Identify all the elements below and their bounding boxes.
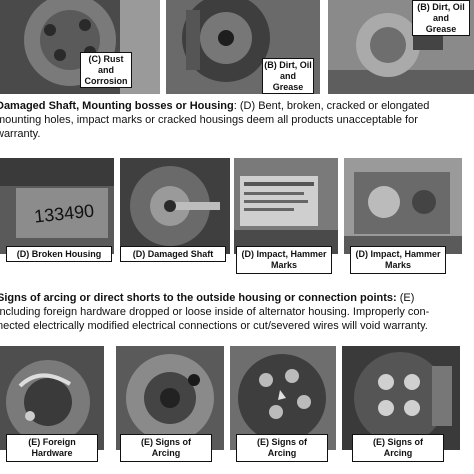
section-e-line-2: including foreign hardware dropped or lo… <box>0 306 430 318</box>
caption-signs-of-arcing-3: (E) Signs of Arcing <box>352 434 444 462</box>
caption-line: (E) Signs of <box>257 437 307 447</box>
caption-dirt-oil-grease-2: (B) Dirt, Oil and Grease <box>412 0 470 36</box>
caption-line: (D) Impact, Hammer <box>355 249 441 259</box>
caption-line: (D) Damaged Shaft <box>132 248 214 259</box>
caption-line: Arcing <box>151 448 181 458</box>
section-d-heading: Damaged Shaft, Mounting bosses or Housin… <box>0 100 234 112</box>
photo-foreign-hardware <box>0 346 104 450</box>
caption-foreign-hardware: (E) Foreign Hardware <box>6 434 98 462</box>
caption-line: (D) Impact, Hammer <box>241 249 327 259</box>
photo-dirt-oil-grease-2 <box>328 0 474 94</box>
section-e-line-1: Signs of arcing or direct shorts to the … <box>0 292 471 305</box>
caption-line: and <box>97 64 114 75</box>
photo-impact-hammer-marks-1 <box>234 158 338 254</box>
caption-line: (E) Signs of <box>141 437 191 447</box>
caption-line: Arcing <box>383 448 413 458</box>
caption-line: (B) Dirt, Oil <box>264 59 312 70</box>
caption-line: and <box>432 12 449 23</box>
caption-line: Hardware <box>31 448 73 458</box>
section-d-line-1: Damaged Shaft, Mounting bosses or Housin… <box>0 100 470 113</box>
caption-line: Grease <box>425 23 457 34</box>
photo-damaged-shaft <box>120 158 230 254</box>
caption-line: (D) Broken Housing <box>16 248 102 259</box>
caption-impact-hammer-marks-2: (D) Impact, Hammer Marks <box>350 246 446 274</box>
caption-signs-of-arcing-1: (E) Signs of Arcing <box>120 434 212 462</box>
caption-line: (E) Foreign <box>28 437 76 447</box>
caption-dirt-oil-grease-1: (B) Dirt, Oil and Grease <box>262 58 314 94</box>
caption-impact-hammer-marks-1: (D) Impact, Hammer Marks <box>236 246 332 274</box>
caption-damaged-shaft: (D) Damaged Shaft <box>120 246 226 262</box>
caption-line: Arcing <box>267 448 297 458</box>
photo-broken-housing: 133490 <box>0 158 114 254</box>
section-d-line-3: warranty. <box>0 128 41 140</box>
section-e-heading: Signs of arcing or direct shorts to the … <box>0 292 397 304</box>
section-d-line-2: mounting holes, impact marks or cracked … <box>0 114 418 126</box>
photo-rust-corrosion <box>0 0 160 94</box>
caption-line: Marks <box>384 260 411 270</box>
caption-line: Marks <box>270 260 297 270</box>
caption-line: (B) Dirt, Oil <box>417 1 465 12</box>
caption-broken-housing: (D) Broken Housing <box>6 246 112 262</box>
section-e-line-3: nected electrically modified electrical … <box>0 320 428 332</box>
section-e-text: (E) <box>396 292 415 304</box>
photo-signs-of-arcing-3 <box>342 346 460 450</box>
photo-signs-of-arcing-2 <box>230 346 336 450</box>
caption-line: (C) Rust <box>88 53 124 64</box>
caption-rust-corrosion: (C) Rust and Corrosion <box>80 52 132 88</box>
caption-line: (E) Signs of <box>373 437 423 447</box>
caption-signs-of-arcing-2: (E) Signs of Arcing <box>236 434 328 462</box>
section-d-text: : (D) Bent, broken, cracked or elongated <box>233 100 430 112</box>
caption-line: and <box>279 70 296 81</box>
caption-line: Corrosion <box>84 75 128 86</box>
caption-line: Grease <box>272 81 304 92</box>
photo-signs-of-arcing-1 <box>116 346 224 450</box>
photo-impact-hammer-marks-2 <box>344 158 462 254</box>
